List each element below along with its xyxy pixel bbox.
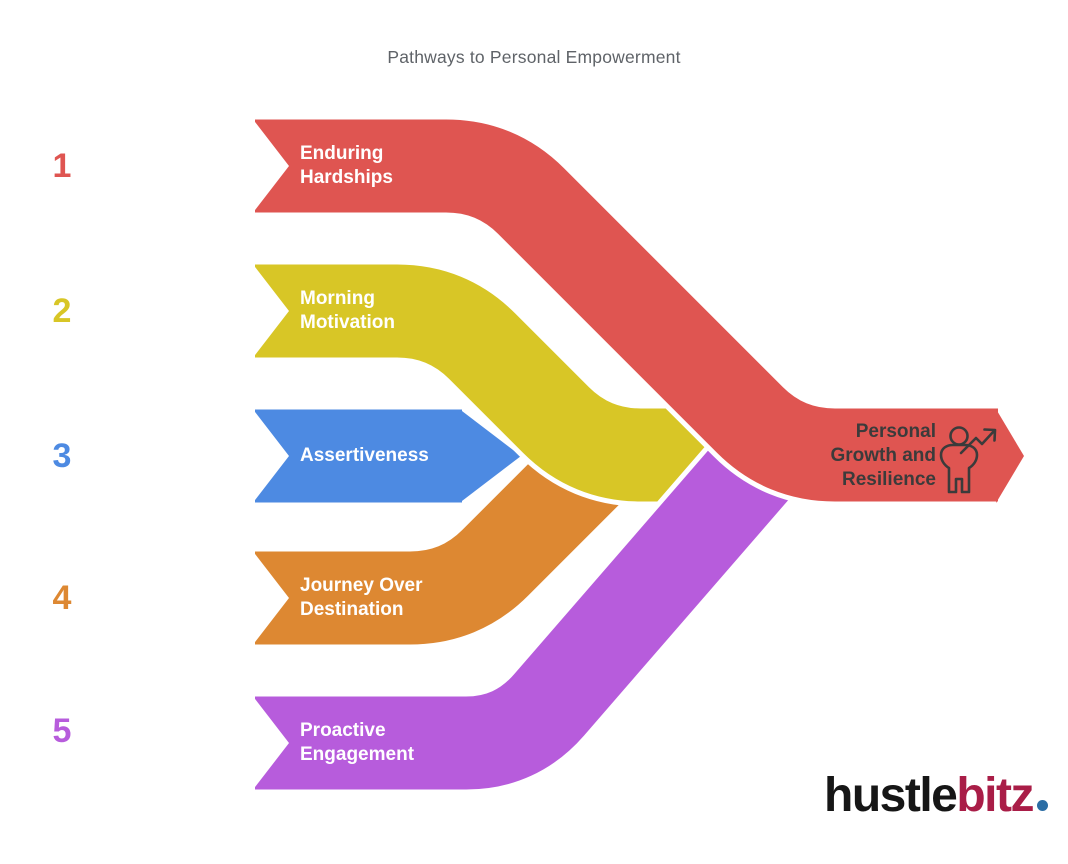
growth-arrow-head <box>983 428 997 442</box>
notch-3 <box>252 408 289 504</box>
ribbon-enduring-and-outcome-arrow <box>255 114 1024 507</box>
step-number-5: 5 <box>52 712 72 750</box>
page-title: Pathways to Personal Empowerment <box>387 47 681 67</box>
step-label-enduring-hardships: Enduring Hardships <box>300 143 393 188</box>
ribbon-proactive <box>255 430 797 795</box>
notch-2 <box>252 263 289 359</box>
ribbon-morning <box>255 259 712 507</box>
step-label-morning-motivation: Morning Motivation <box>300 288 395 333</box>
notch-1 <box>252 118 289 214</box>
ribbon-assertiveness <box>255 409 521 503</box>
growth-arrow-zigzag <box>959 429 996 455</box>
brand-dot-icon <box>1037 800 1048 811</box>
step-number-3: 3 <box>52 437 72 475</box>
brand-part1: hustle <box>824 769 958 822</box>
ribbon-journey <box>255 433 625 650</box>
brand-logo: hustlebitz <box>824 768 1048 823</box>
person-growth-arrow-icon <box>939 426 997 494</box>
step-number-1: 1 <box>52 147 72 185</box>
step-number-2: 2 <box>52 292 72 330</box>
brand-part2: bitz <box>956 769 1034 822</box>
outcome-arrowhead <box>996 409 1024 503</box>
notch-4 <box>252 550 289 646</box>
step-number-4: 4 <box>52 579 72 617</box>
step-label-assertiveness: Assertiveness <box>300 445 429 466</box>
step-label-proactive-engagement: Proactive Engagement <box>300 720 415 765</box>
notch-5 <box>252 695 289 791</box>
ribbon-tail-notches <box>252 118 289 791</box>
step-label-journey-over-destination: Journey Over Destination <box>300 575 423 620</box>
outcome-label: Personal Growth and Resilience <box>830 421 936 490</box>
blue-arrowhead <box>460 409 521 503</box>
